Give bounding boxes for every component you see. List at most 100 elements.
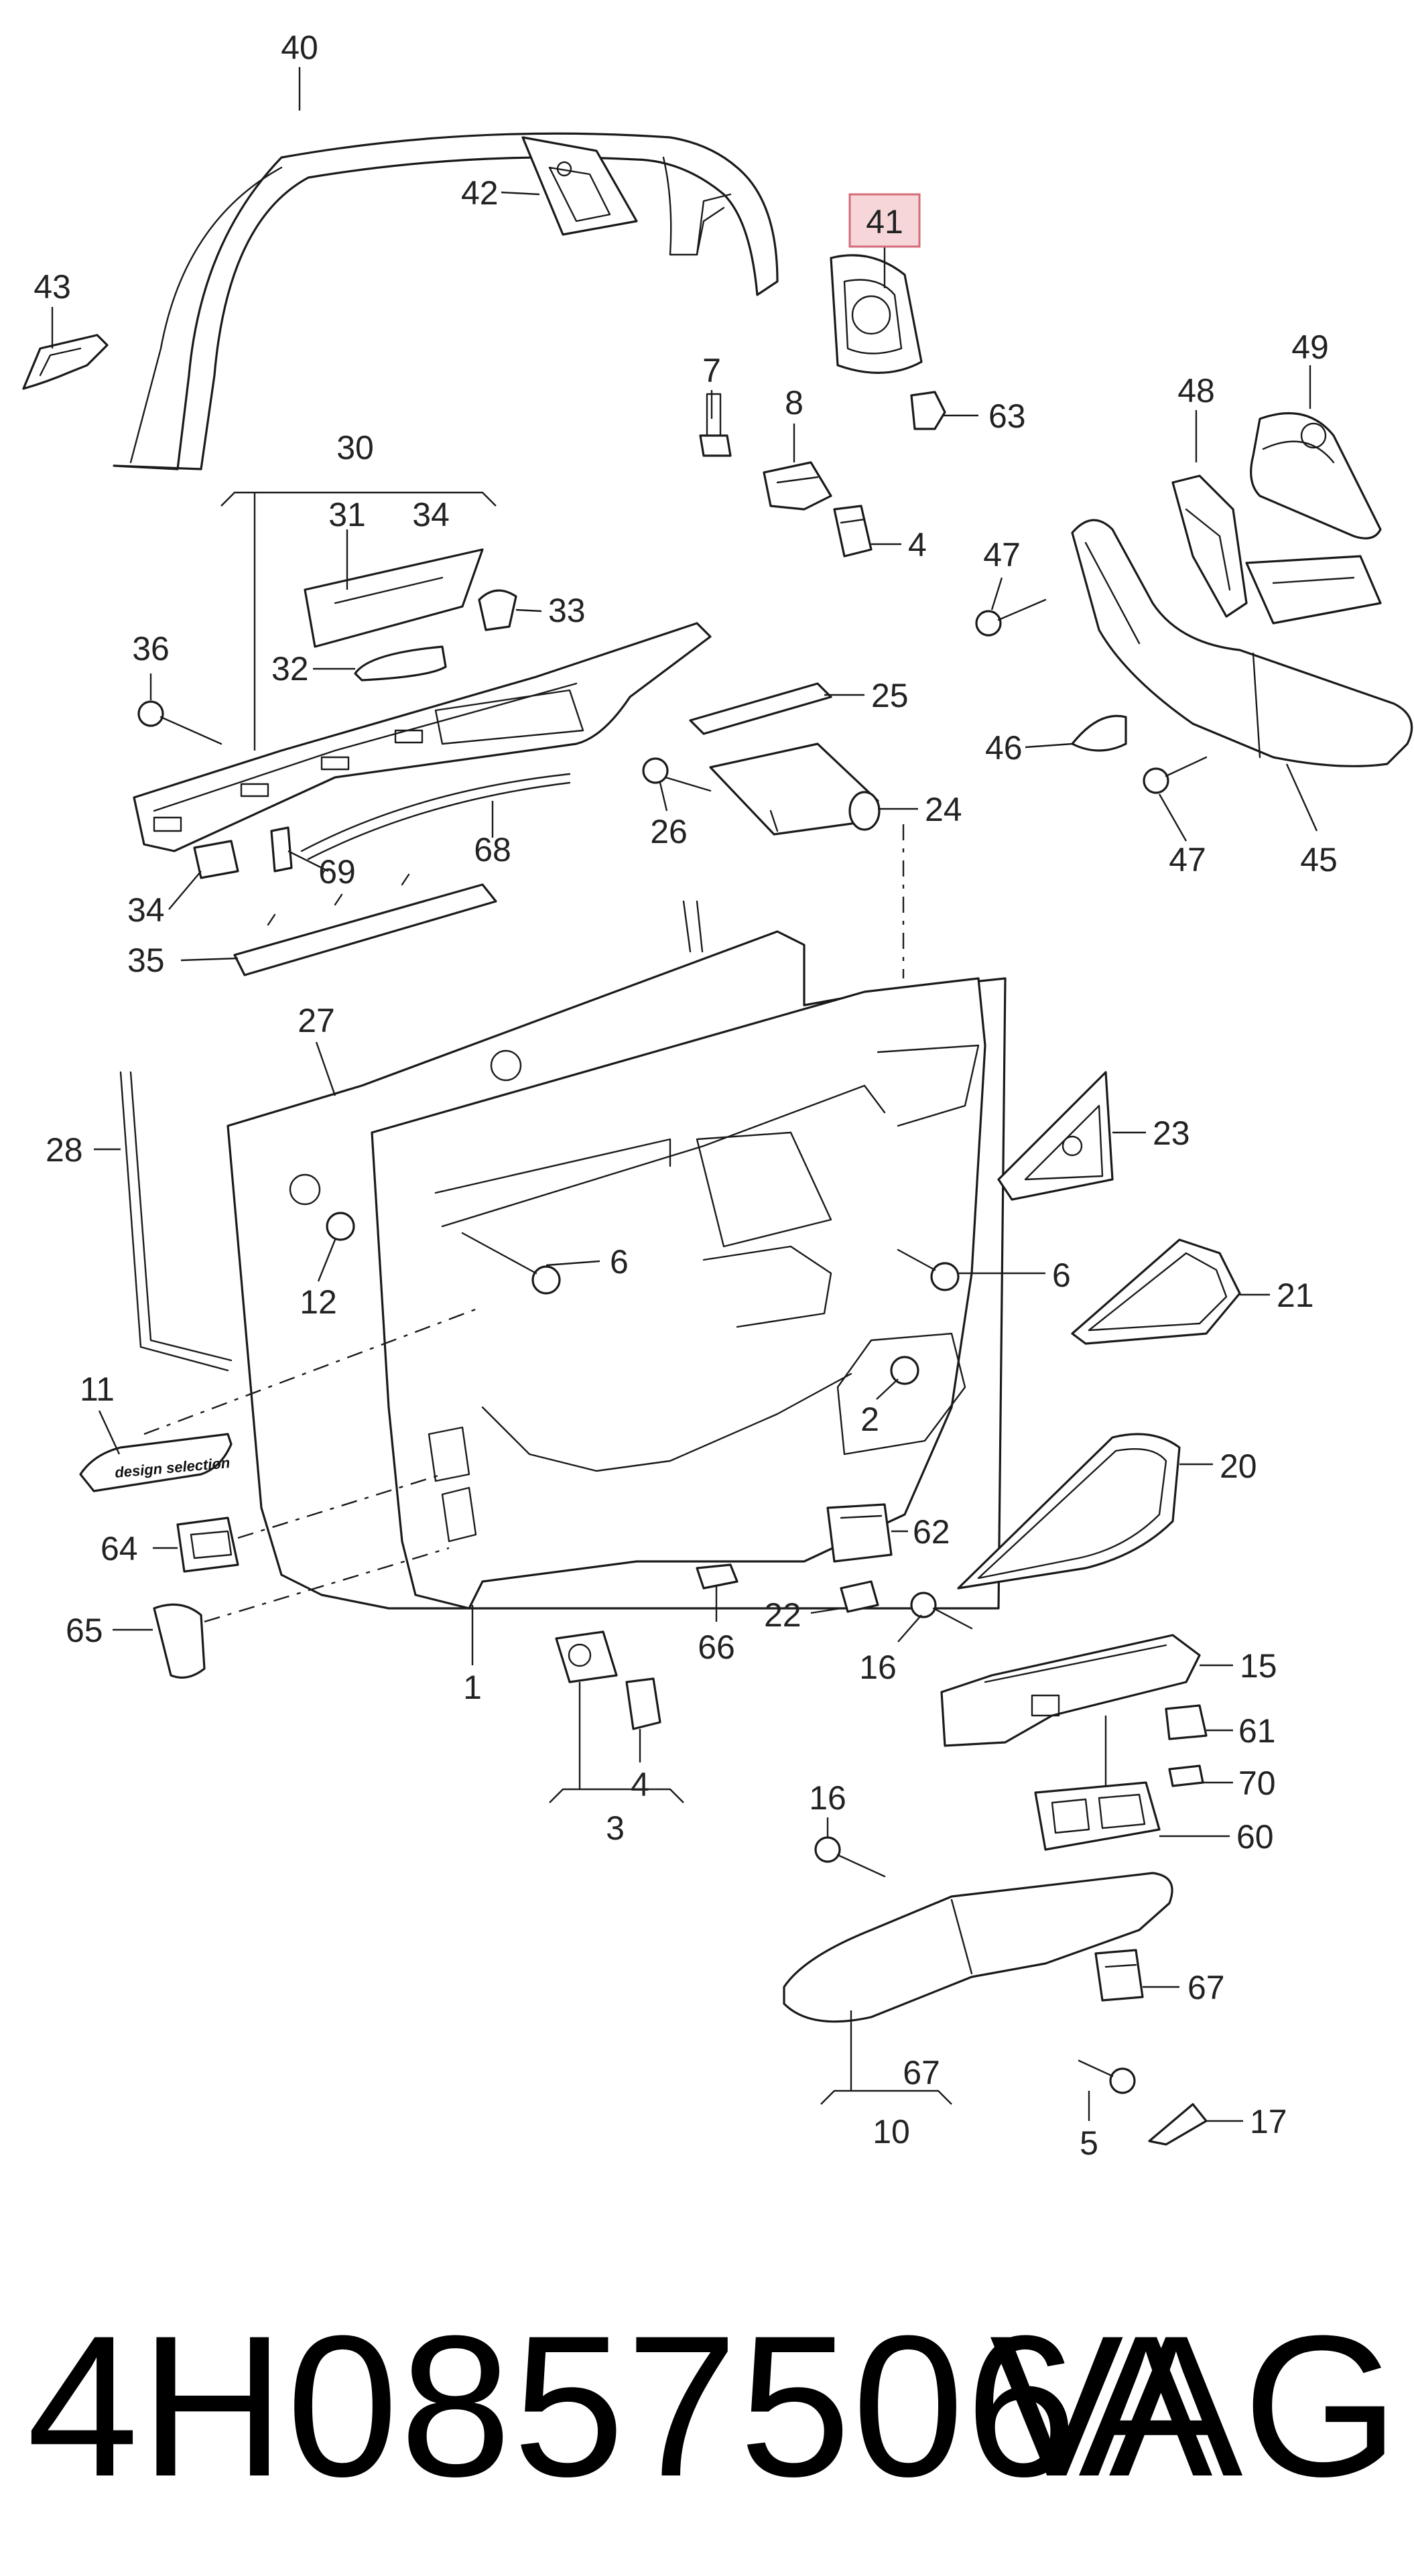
callout-30: 30	[336, 429, 374, 466]
callout-61: 61	[1238, 1712, 1276, 1750]
callout-34-upper: 34	[412, 496, 450, 533]
callout-21: 21	[1277, 1277, 1314, 1314]
part-34-clip-lower	[193, 840, 239, 879]
part-30-upper-trim-assembly	[133, 622, 712, 852]
callout-32: 32	[271, 650, 309, 688]
callout-45: 45	[1300, 841, 1338, 879]
part-67-switch	[1094, 1949, 1144, 2002]
part-12-clip	[326, 1212, 355, 1241]
part-64-switch	[176, 1517, 239, 1573]
part-42-mirror-triangle-cover	[521, 136, 638, 236]
part-6-screw-left	[461, 1232, 561, 1295]
part-3-latch	[555, 1630, 618, 1683]
part-1-door-trim-panel	[371, 977, 986, 1610]
callout-47-lower: 47	[1169, 841, 1206, 879]
callout-34-lower: 34	[127, 891, 165, 929]
part-25-trim-strip	[689, 682, 832, 735]
callout-67-bracket: 67	[903, 2054, 940, 2091]
part-31-switch-bracket	[304, 548, 484, 648]
part-26-screw	[642, 757, 712, 792]
callout-49: 49	[1291, 328, 1329, 366]
callout-10: 10	[873, 2113, 910, 2150]
callout-16-lower: 16	[809, 1779, 846, 1817]
part-2-clip	[890, 1356, 919, 1385]
callout-36: 36	[132, 630, 170, 667]
part-47-screw-lower	[1143, 756, 1208, 794]
part-7-clip	[699, 393, 732, 457]
callout-46: 46	[985, 729, 1023, 767]
callout-1: 1	[463, 1669, 482, 1706]
callout-27: 27	[298, 1002, 335, 1039]
callout-4-lower: 4	[631, 1766, 649, 1803]
callout-33: 33	[548, 592, 586, 629]
part-4-clip-upper	[833, 505, 873, 558]
callout-26: 26	[650, 813, 688, 850]
part-8-clip	[763, 461, 832, 511]
part-62-switch	[826, 1503, 893, 1563]
door-trim-exploded-diagram: design selection	[22, 29, 1413, 2162]
callout-35: 35	[127, 942, 165, 979]
part-61-clip	[1165, 1704, 1208, 1740]
callout-16-upper: 16	[859, 1649, 897, 1686]
part-47-screw-upper	[975, 598, 1047, 637]
callout-64: 64	[101, 1530, 138, 1567]
part-40-window-frame-trim	[113, 132, 779, 470]
callout-48: 48	[1177, 372, 1215, 409]
part-10-armrest	[783, 1872, 1173, 2023]
callout-69: 69	[318, 853, 356, 891]
part-4-clip-lower	[625, 1677, 661, 1730]
part-6-screw-right	[897, 1248, 960, 1291]
part-20-speaker-grille	[957, 1433, 1181, 1590]
callout-5: 5	[1080, 2124, 1098, 2162]
part-16-screw-upper	[910, 1592, 973, 1630]
callout-15: 15	[1240, 1647, 1277, 1685]
callout-6-left: 6	[610, 1243, 629, 1281]
part-68-trim-strip	[300, 773, 571, 860]
callout-24: 24	[925, 791, 962, 828]
part-48-bracket	[1171, 474, 1248, 618]
callout-47-upper: 47	[983, 536, 1021, 574]
part-33-clip	[478, 589, 517, 631]
part-number: 4H0857506A	[27, 2293, 1214, 2518]
callout-41: 41	[866, 203, 903, 241]
brand-name: VAG	[989, 2293, 1399, 2518]
part-32-handle-insert	[354, 645, 447, 682]
part-27-top-bar	[682, 900, 704, 953]
part-5-screw	[1078, 2059, 1136, 2094]
part-16-screw-lower	[814, 1836, 886, 1878]
callout-65: 65	[66, 1612, 103, 1649]
part-35-lower-trim	[233, 873, 497, 976]
callout-43: 43	[34, 268, 71, 306]
callout-3: 3	[606, 1809, 625, 1847]
callout-60: 60	[1236, 1818, 1274, 1856]
callout-6-right: 6	[1052, 1257, 1071, 1294]
callout-42: 42	[461, 174, 499, 212]
callout-4-upper: 4	[908, 526, 927, 564]
callout-17: 17	[1250, 2103, 1287, 2140]
part-21-speaker-ring	[1071, 1238, 1241, 1345]
callout-70: 70	[1238, 1764, 1276, 1802]
part-43-bracket	[22, 334, 109, 390]
callout-20: 20	[1220, 1447, 1257, 1485]
callout-11: 11	[80, 1370, 115, 1408]
part-24-bracket	[709, 743, 881, 836]
callout-12: 12	[300, 1283, 337, 1321]
callout-41-highlight-box	[848, 193, 921, 248]
callout-28: 28	[46, 1131, 83, 1169]
part-45-grab-handle	[1071, 519, 1413, 767]
leader-lines	[51, 67, 1318, 2122]
callout-23: 23	[1153, 1114, 1190, 1152]
part-69-clip	[270, 826, 293, 873]
part-17-cover	[1148, 2103, 1208, 2146]
part-46-cover-cap	[1071, 714, 1127, 752]
callout-31: 31	[328, 496, 366, 533]
callout-63: 63	[988, 397, 1026, 435]
part-41-tweeter-cover	[830, 254, 923, 374]
part-66-clip	[696, 1563, 738, 1590]
part-11-design-selection-badge: design selection	[79, 1433, 233, 1492]
callout-7: 7	[702, 352, 721, 389]
callout-62: 62	[913, 1513, 950, 1551]
callout-40: 40	[281, 29, 318, 66]
callout-25: 25	[871, 677, 909, 714]
part-15-switch-trim	[940, 1634, 1201, 1747]
